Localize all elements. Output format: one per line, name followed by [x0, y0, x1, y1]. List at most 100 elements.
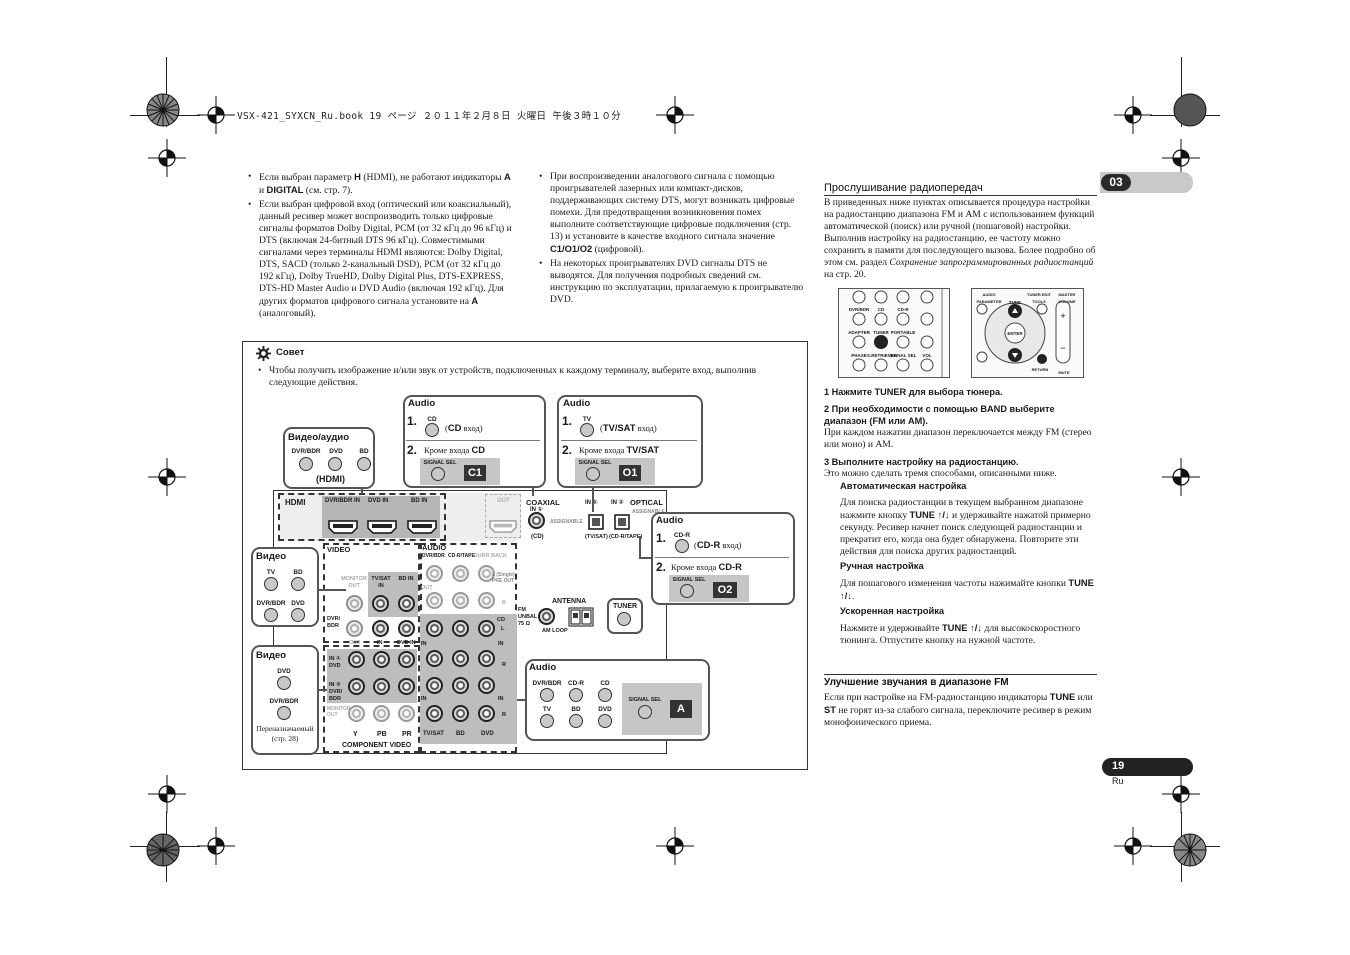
- remote-label: CD: [877, 307, 885, 312]
- audio-jack: [426, 620, 443, 637]
- coaxial-jack: [528, 512, 545, 529]
- audio-jack: [452, 650, 469, 667]
- crosshair-icon: [1162, 458, 1200, 496]
- bd-audio-button[interactable]: [569, 714, 583, 728]
- hdmi-port-icon: [489, 520, 517, 533]
- button-label: CD: [427, 416, 437, 423]
- svg-text:−: −: [1060, 343, 1065, 353]
- hdmi-caption: (HDMI): [316, 474, 345, 484]
- audio-jack: [478, 677, 495, 694]
- button-label: DVR/BDR: [269, 698, 299, 705]
- dvr-bdr-component-button[interactable]: [277, 706, 291, 720]
- component-dashed-frame: [323, 645, 420, 753]
- section-title-radio: Прослушивание радиопередач: [824, 182, 983, 194]
- dvr-bdr-label: DVR/ BDR: [327, 616, 341, 629]
- fm-label: FM UNBAL 75 Ω: [518, 607, 538, 627]
- audio-jack: [478, 650, 495, 667]
- audio-jack: [478, 705, 495, 722]
- audio-col-label: SURR BACK: [474, 553, 507, 559]
- audio-jack: [426, 705, 443, 722]
- assignable-label: ASSIGNABLE: [550, 519, 583, 525]
- assignable-label: ASSIGNABLE: [632, 509, 665, 515]
- signal-sel-button[interactable]: [431, 467, 445, 481]
- hdmi-label: HDMI: [285, 498, 306, 507]
- remote-label: PORTABLE: [890, 330, 916, 335]
- callout-title: Видео: [256, 650, 287, 661]
- crosshair-icon: [148, 458, 186, 496]
- dvr-bdr-button[interactable]: [299, 457, 313, 471]
- hdmi-out-label: OUT: [497, 498, 510, 504]
- button-label: DVD: [277, 668, 291, 675]
- cd-button[interactable]: [425, 423, 439, 437]
- signal-sel-label: SIGNAL SEL: [578, 460, 612, 466]
- dvd-video-button[interactable]: [291, 608, 305, 622]
- step-1-text: (CD-R вход): [694, 539, 742, 550]
- reassignable-note: Переназначаемый (стр. 28): [256, 724, 314, 743]
- starburst-target-icon: [146, 833, 180, 867]
- remote-label-mute: MUTE: [1058, 370, 1070, 375]
- audio-jack: [426, 677, 443, 694]
- tv-video-button[interactable]: [264, 577, 278, 591]
- bd-video-button[interactable]: [291, 577, 305, 591]
- signal-sel-button[interactable]: [638, 705, 652, 719]
- page-number-tab: [1102, 758, 1193, 776]
- tuner-callout: [607, 598, 643, 634]
- callout-title: Видео: [256, 551, 287, 562]
- audio-out-label: OUT: [421, 585, 433, 591]
- step-2-body: При каждом нажатии диапазон переключаетс…: [824, 427, 1092, 450]
- cd-r-button[interactable]: [675, 539, 689, 553]
- page-language: Ru: [1112, 776, 1124, 786]
- section-title-fm: Улучшение звучания в диапазоне FM: [824, 677, 1009, 688]
- note-dts-dvd: На некоторых проигрывателях DVD сигналы …: [539, 258, 804, 306]
- signal-sel-button[interactable]: [586, 467, 600, 481]
- tv-button[interactable]: [580, 423, 594, 437]
- crosshair-icon: [148, 775, 186, 813]
- cd-audio-button[interactable]: [598, 688, 612, 702]
- svg-text:+: +: [1060, 311, 1065, 321]
- signal-sel-label: SIGNAL SEL: [628, 697, 662, 703]
- dvd-component-button[interactable]: [277, 676, 291, 690]
- remote-label: CD-R: [897, 307, 909, 312]
- component-in1-label: IN ① DVD: [329, 656, 341, 669]
- callout-title: Audio: [656, 515, 684, 526]
- video-label: VIDEO: [327, 545, 351, 554]
- video-jack: [398, 595, 415, 612]
- note-hdmi: Если выбран параметр H (HDMI), не работа…: [248, 171, 516, 197]
- optical-port-icon: [588, 514, 604, 530]
- audio-in-label: IN: [498, 696, 504, 702]
- audio-label: AUDIO: [422, 543, 447, 552]
- print-header: VSX-421_SYXCN_Ru.book 19 ページ ２０１１年２月８日 火…: [237, 111, 621, 122]
- remote-label: DVR/BDR: [848, 307, 870, 312]
- component-pr-label: PR: [402, 731, 412, 738]
- tuner-button[interactable]: [617, 612, 631, 626]
- page-number: 19: [1112, 760, 1125, 772]
- tip-gear-icon: [256, 346, 271, 361]
- cd-r-audio-button[interactable]: [569, 688, 583, 702]
- dvr-bdr-video-button[interactable]: [264, 608, 278, 622]
- tv-audio-button[interactable]: [540, 714, 554, 728]
- section-rule: [824, 195, 1097, 196]
- remote-label-tune: TUNE: [1008, 300, 1022, 305]
- button-label: DVD: [598, 706, 612, 713]
- component-in2-label: IN ② DVR/ BDR: [329, 682, 343, 702]
- audio-r-label: R: [502, 662, 506, 668]
- coaxial-cd-label: (CD): [531, 534, 544, 540]
- fm-antenna-jack: [538, 608, 555, 625]
- audio-in-label: IN: [498, 641, 504, 647]
- step-number: 2.: [407, 443, 418, 457]
- dvd-audio-button[interactable]: [598, 714, 612, 728]
- crosshair-icon: [1114, 827, 1152, 865]
- signal-sel-button[interactable]: [680, 584, 694, 598]
- dvr-bdr-audio-button[interactable]: [540, 688, 554, 702]
- remote-dpad-graphic: + −: [976, 300, 1071, 364]
- audio-r-label: R: [502, 712, 506, 718]
- step-2-text: Кроме входа CD: [424, 444, 485, 455]
- video-dashed-frame: [323, 543, 420, 643]
- dvd-button[interactable]: [328, 457, 342, 471]
- hdmi-input-label: DVR/BDR IN: [325, 498, 361, 504]
- am-loop-terminal-icon: [568, 607, 594, 627]
- crosshair-icon: [148, 139, 186, 177]
- bd-button[interactable]: [357, 457, 371, 471]
- audio-jack: [478, 592, 495, 609]
